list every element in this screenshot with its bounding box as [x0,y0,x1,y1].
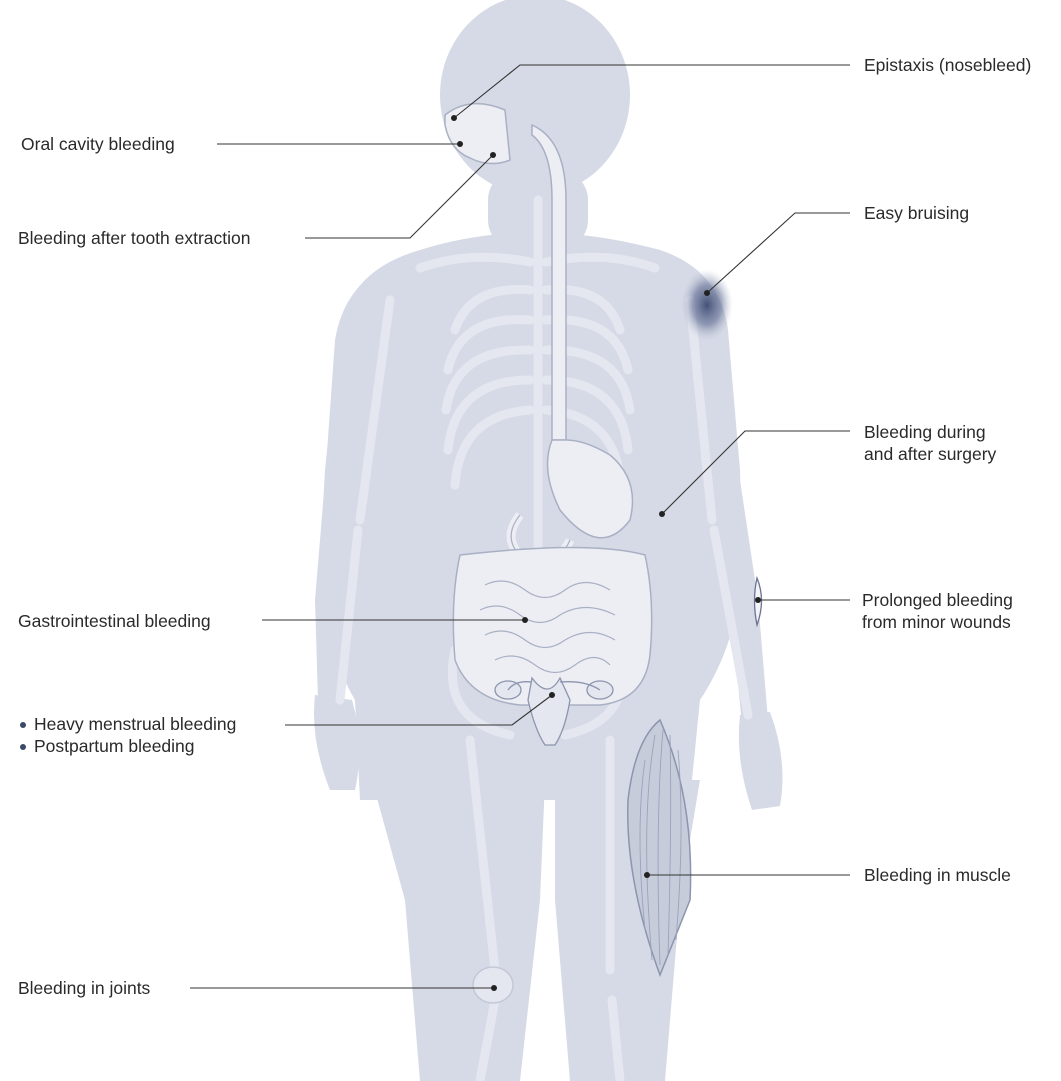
label-tooth-extraction: Bleeding after tooth extraction [18,227,251,249]
large-intestine [453,548,651,706]
label-minor-wounds-line1: Prolonged bleeding [862,589,1013,611]
dot-gastrointestinal [522,617,528,623]
dot-tooth-extraction [490,152,496,158]
dot-epistaxis [451,115,457,121]
dot-minor-wounds [755,597,761,603]
head [440,0,630,195]
label-menstrual-list: Heavy menstrual bleeding Postpartum blee… [18,713,236,757]
label-joints: Bleeding in joints [18,977,150,999]
label-epistaxis: Epistaxis (nosebleed) [864,54,1031,76]
bullet-item-postpartum: Postpartum bleeding [18,735,236,757]
oral-cavity [445,104,510,164]
left-hand [314,695,359,790]
dot-muscle [644,872,650,878]
dot-surgery [659,511,665,517]
label-muscle: Bleeding in muscle [864,864,1011,886]
leader-easy-bruising [707,213,850,293]
label-minor-wounds: Prolonged bleeding from minor wounds [862,589,1013,633]
label-surgery-line2: and after surgery [864,443,996,465]
leader-tooth-extraction [305,155,493,238]
dot-joints [491,985,497,991]
dot-oral-cavity [457,141,463,147]
label-easy-bruising: Easy bruising [864,202,969,224]
left-leg [372,780,545,1081]
right-hand [739,712,783,810]
label-gastrointestinal: Gastrointestinal bleeding [18,610,211,632]
dot-menstrual [549,692,555,698]
label-surgery: Bleeding during and after surgery [864,421,996,465]
label-surgery-line1: Bleeding during [864,421,996,443]
label-oral-cavity: Oral cavity bleeding [21,133,175,155]
bruise-mark [681,269,733,341]
bullet-item-menstrual: Heavy menstrual bleeding [18,713,236,735]
knee-joint [473,967,513,1003]
label-minor-wounds-line2: from minor wounds [862,611,1013,633]
dot-easy-bruising [704,290,710,296]
